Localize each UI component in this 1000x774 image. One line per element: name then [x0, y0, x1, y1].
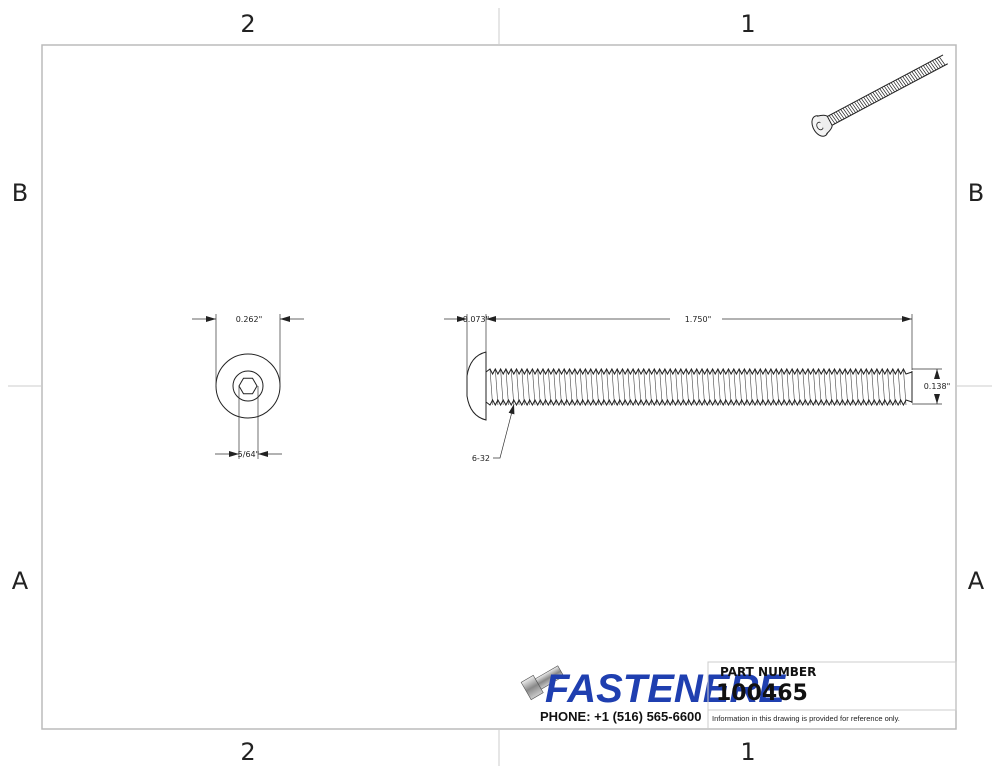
zone-label-right-a: A: [968, 567, 985, 595]
isometric-screw-view: [811, 54, 948, 137]
dim-length: 1.750": [685, 315, 712, 324]
part-number-box: [707, 661, 957, 711]
title-block: FASTENERE PHONE: +1 (516) 565-6600 PART …: [520, 661, 957, 729]
zone-label-right-b: B: [968, 179, 984, 207]
dim-hex-size: 5/64": [238, 450, 260, 459]
hex-socket: [238, 377, 258, 395]
front-view: 0.262" 5/64": [192, 314, 304, 459]
zone-label-left-b: B: [12, 179, 28, 207]
thread-shank: [485, 367, 913, 407]
zone-label-bottom-1: 1: [740, 738, 755, 766]
dim-head-height: 0.073": [463, 315, 490, 324]
logo-bolt-icon: [520, 665, 565, 701]
button-head: [466, 351, 487, 421]
zone-label-left-a: A: [12, 567, 29, 595]
part-number: 100465: [716, 681, 808, 706]
zone-ticks: [8, 8, 992, 766]
disclaimer: Information in this drawing is provided …: [712, 714, 900, 723]
socket-circle: [232, 370, 264, 402]
dim-thread-diameter: 0.138": [924, 382, 951, 391]
phone-number: PHONE: +1 (516) 565-6600: [540, 709, 702, 724]
sheet-border: [41, 44, 957, 730]
dim-head-diameter: 0.262": [236, 315, 263, 324]
side-view: 0.073" 1.750" 0.138" 6-32: [444, 313, 950, 463]
zone-label-top-2: 2: [240, 10, 255, 38]
logo-text: FASTENERE: [545, 667, 786, 711]
zone-label-bottom-2: 2: [240, 738, 255, 766]
part-number-label: PART NUMBER: [720, 665, 816, 679]
zone-label-top-1: 1: [740, 10, 755, 38]
head-outline: [215, 353, 281, 419]
thread-callout: 6-32: [472, 454, 490, 463]
